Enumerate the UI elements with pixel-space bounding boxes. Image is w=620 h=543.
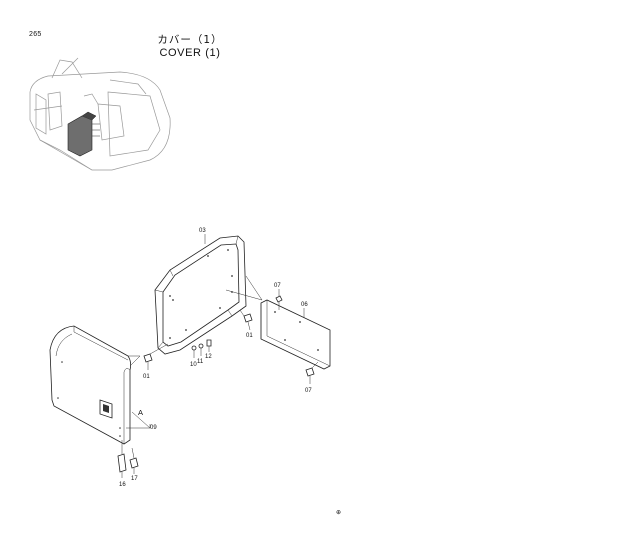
- callout-01-left: 01: [143, 374, 150, 380]
- bolt-07-bottom: [305, 361, 319, 384]
- bolt-01-mid: [239, 309, 253, 331]
- part-06-plate: [260, 299, 331, 370]
- footer-mark-icon: ⊕: [336, 510, 342, 516]
- page-number: 265: [29, 31, 42, 38]
- callout-06: 06: [301, 302, 308, 308]
- callout-12: 12: [205, 354, 212, 360]
- callout-03: 03: [199, 228, 206, 234]
- page-title: カバー（1） COVER (1): [150, 34, 230, 60]
- machine-thumbnail: [29, 57, 171, 171]
- title-english: COVER (1): [159, 47, 221, 59]
- callout-17: 17: [131, 476, 138, 482]
- callout-11: 11: [197, 359, 204, 365]
- callout-07-bottom: 07: [305, 388, 312, 394]
- latch-16-17: [117, 440, 139, 478]
- callout-07-top: 07: [274, 283, 281, 289]
- callout-09: 09: [150, 425, 157, 431]
- bolt-07-top: [275, 289, 283, 310]
- callout-a: A: [138, 408, 143, 417]
- part-09-cover: [49, 325, 151, 445]
- callout-01-mid: 01: [246, 333, 253, 339]
- bolt-01-left: [143, 343, 169, 370]
- callout-10: 10: [190, 362, 197, 368]
- title-japanese: カバー（1）: [157, 34, 223, 46]
- washers-10-11-12: [191, 339, 212, 358]
- callout-16: 16: [119, 482, 126, 488]
